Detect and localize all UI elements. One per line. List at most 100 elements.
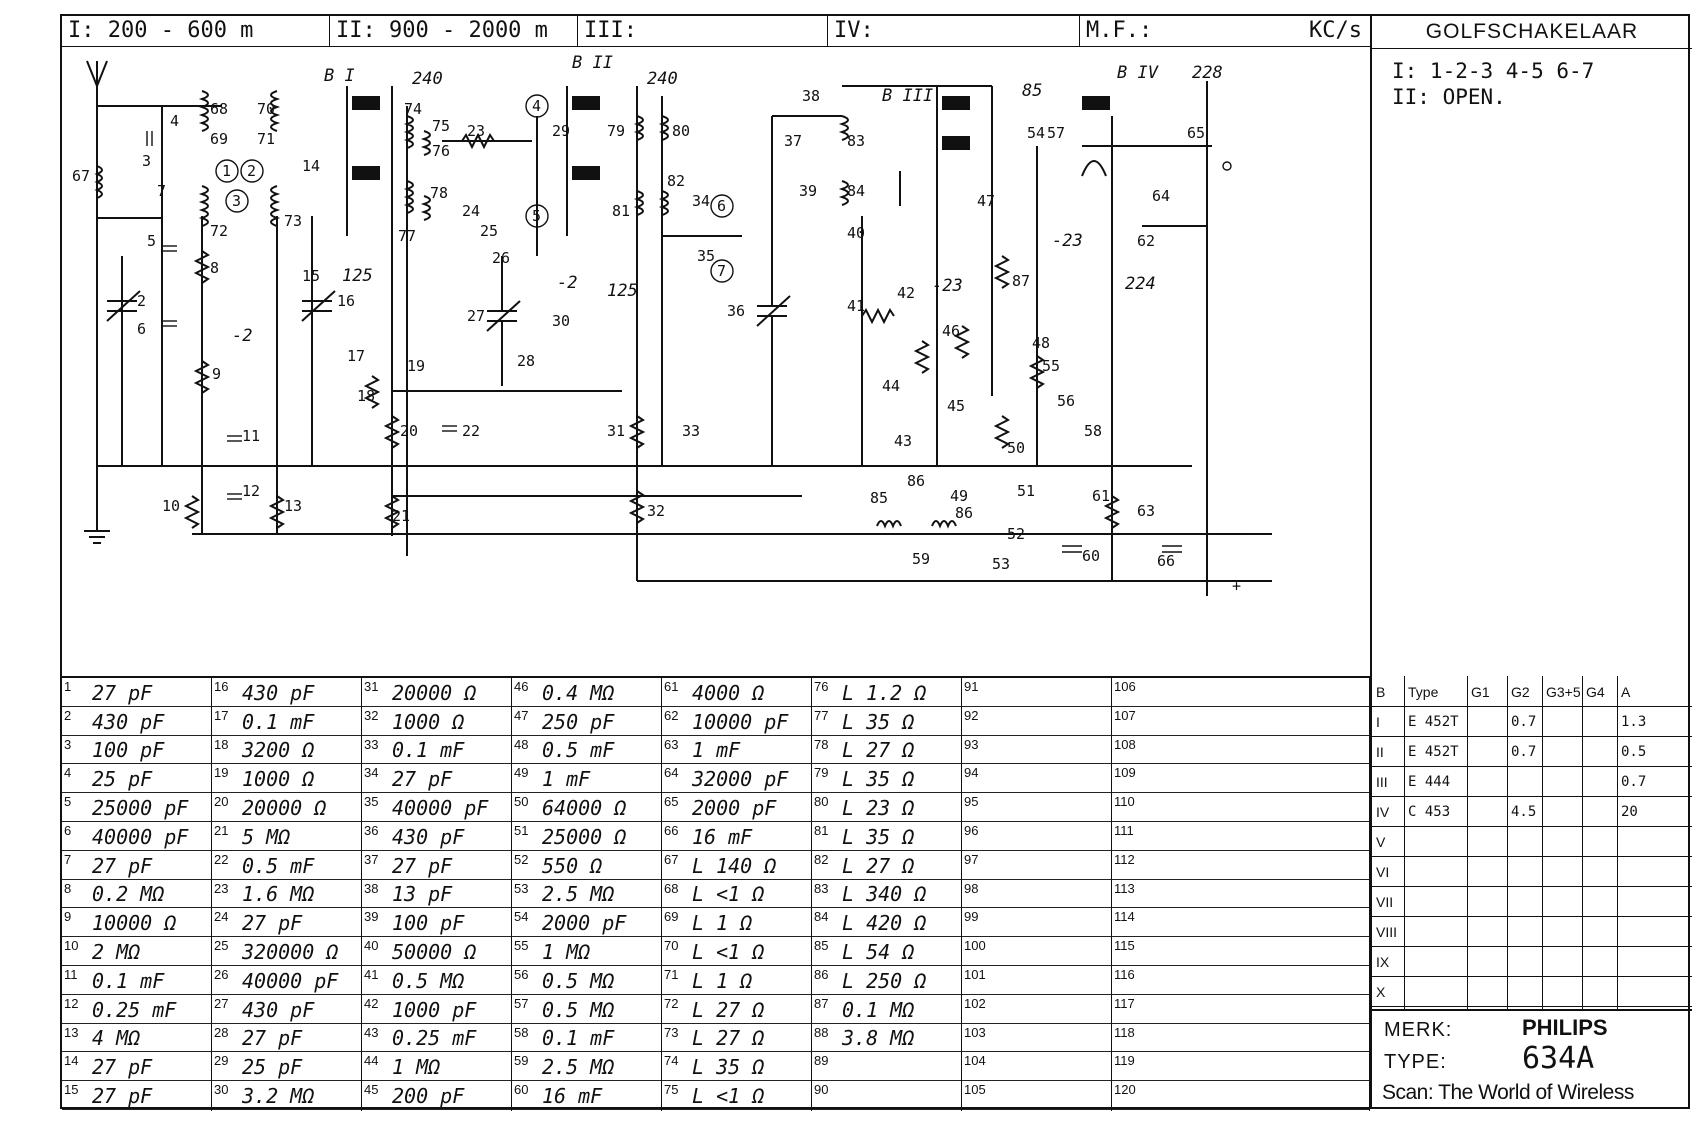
part-number: 37	[364, 851, 379, 867]
tube-value-cell: 0.7	[1621, 774, 1647, 790]
svg-text:240: 240	[647, 69, 678, 89]
part-number: 111	[1114, 823, 1134, 838]
svg-text:11: 11	[242, 427, 260, 445]
svg-text:38: 38	[802, 87, 820, 105]
svg-text:86: 86	[955, 504, 973, 522]
part-row: 119	[1112, 1052, 1369, 1082]
svg-text:72: 72	[210, 222, 228, 240]
tube-col-divider	[1542, 676, 1543, 1009]
part-row: 98	[962, 880, 1111, 909]
svg-text:13: 13	[284, 497, 302, 515]
svg-text:71: 71	[257, 130, 275, 148]
svg-text:86: 86	[907, 472, 925, 490]
svg-text:57: 57	[1047, 124, 1065, 142]
part-number: 57	[514, 995, 529, 1011]
part-value: 0.1 mF	[542, 1026, 615, 1051]
svg-text:61: 61	[1092, 487, 1110, 505]
svg-text:7: 7	[717, 262, 726, 280]
svg-text:15: 15	[302, 267, 320, 285]
tube-header-cell: Type	[1408, 684, 1439, 700]
part-number: 84	[814, 909, 829, 925]
part-number: 76	[814, 679, 829, 694]
part-number: 10	[64, 938, 79, 954]
svg-text:34: 34	[692, 192, 710, 210]
part-number: 82	[814, 851, 829, 867]
part-value: 1.6 MΩ	[242, 882, 315, 907]
svg-text:84: 84	[847, 182, 865, 200]
part-value: 20000 Ω	[392, 680, 477, 705]
part-number: 112	[1114, 851, 1135, 867]
part-value: 64000 Ω	[542, 795, 627, 820]
part-value: 0.2 MΩ	[92, 882, 165, 907]
tube-value-cell: E 452T	[1408, 744, 1459, 760]
part-value: L 340 Ω	[842, 882, 927, 907]
part-number: 35	[364, 794, 379, 810]
part-number: 38	[364, 880, 379, 896]
part-number: 52	[514, 851, 529, 867]
svg-text:12: 12	[242, 482, 260, 500]
svg-text:31: 31	[607, 422, 625, 440]
part-value: 430 pF	[92, 709, 165, 734]
part-row: 90	[812, 1081, 961, 1110]
part-number: 120	[1114, 1082, 1136, 1098]
part-row: 115	[1112, 937, 1369, 966]
tube-row-divider	[1372, 796, 1692, 797]
part-value: 1000 pF	[392, 997, 477, 1022]
tube-row-divider	[1372, 856, 1692, 857]
svg-text:-23: -23	[932, 276, 963, 296]
part-number: 16	[214, 679, 229, 694]
part-value: 0.25 mF	[92, 997, 177, 1022]
part-number: 80	[814, 794, 829, 810]
part-row: 92	[962, 707, 1111, 736]
part-row: 96	[962, 822, 1111, 851]
tube-row-label: VI	[1376, 864, 1390, 880]
part-number: 69	[664, 909, 679, 925]
svg-text:51: 51	[1017, 482, 1035, 500]
part-number: 83	[814, 880, 829, 896]
part-number: 63	[664, 736, 679, 752]
tube-row-label: IV	[1376, 804, 1390, 820]
part-row: 103	[962, 1024, 1111, 1053]
svg-text:85: 85	[870, 489, 888, 507]
part-value: 0.4 MΩ	[542, 680, 615, 705]
part-number: 59	[514, 1053, 529, 1069]
part-number: 51	[514, 823, 529, 838]
part-number: 91	[964, 679, 979, 694]
variable-capacitor-2	[106, 290, 141, 322]
part-value: 10000 pF	[692, 709, 789, 734]
part-value: 1 MΩ	[542, 939, 591, 964]
svg-text:21: 21	[392, 507, 410, 525]
part-value: L 1.2 Ω	[842, 680, 927, 705]
part-number: 15	[64, 1082, 79, 1098]
part-value: 0.5 MΩ	[542, 997, 615, 1022]
part-value: L 35 Ω	[692, 1055, 765, 1080]
tube-b2-grid	[572, 166, 600, 180]
part-number: 58	[514, 1024, 529, 1040]
part-row: 110	[1112, 793, 1369, 822]
part-number: 107	[1114, 707, 1136, 723]
part-number: 40	[364, 938, 379, 954]
part-value: L 1 Ω	[692, 968, 753, 993]
svg-text:5: 5	[147, 232, 156, 250]
part-number: 71	[664, 967, 679, 982]
part-value: L <1 Ω	[692, 1083, 765, 1108]
part-number: 115	[1114, 938, 1135, 954]
